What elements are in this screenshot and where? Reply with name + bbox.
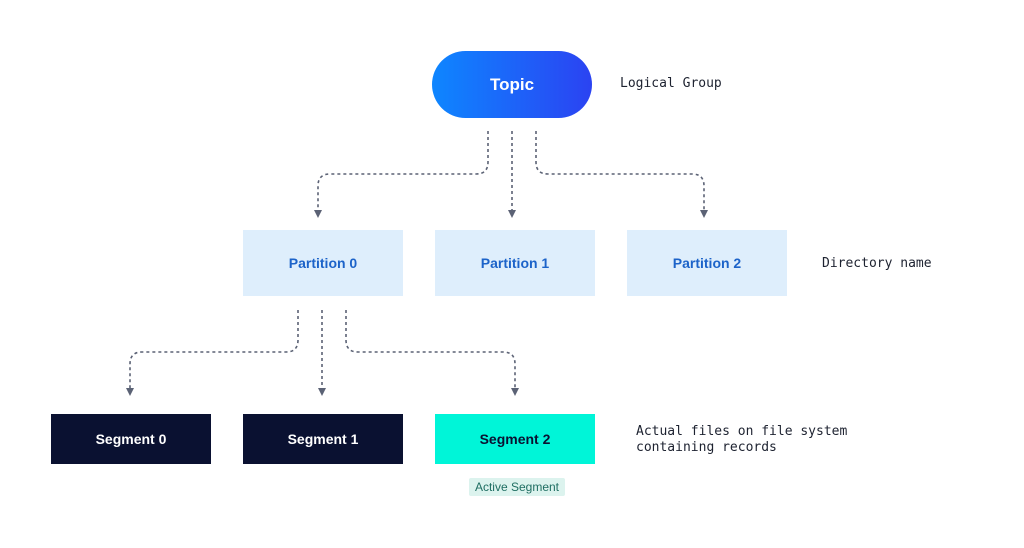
partition-note: Directory name bbox=[822, 256, 932, 271]
partition-label: Partition 0 bbox=[288, 255, 358, 271]
segment-label: Segment 0 bbox=[95, 431, 167, 447]
partition-node-0: Partition 0 bbox=[243, 230, 403, 296]
connector-partition-segment-2 bbox=[345, 310, 519, 396]
topic-note: Logical Group bbox=[620, 76, 722, 91]
connector-partition-segment-0 bbox=[126, 310, 299, 396]
active-segment-badge: Active Segment bbox=[469, 478, 565, 496]
segment-node-0: Segment 0 bbox=[51, 414, 211, 464]
partition-label: Partition 1 bbox=[480, 255, 550, 271]
segment-label: Segment 2 bbox=[479, 431, 551, 447]
partition-node-1: Partition 1 bbox=[435, 230, 595, 296]
segment-node-2-active: Segment 2 bbox=[435, 414, 595, 464]
segment-note: Actual files on file system containing r… bbox=[636, 424, 848, 455]
connector-topic-partition-2 bbox=[535, 131, 708, 218]
segment-label: Segment 1 bbox=[287, 431, 359, 447]
partition-node-2: Partition 2 bbox=[627, 230, 787, 296]
topic-node: Topic bbox=[432, 51, 592, 118]
connector-topic-partition-0 bbox=[314, 131, 489, 218]
partition-label: Partition 2 bbox=[672, 255, 742, 271]
topic-label: Topic bbox=[489, 74, 535, 94]
segment-node-1: Segment 1 bbox=[243, 414, 403, 464]
